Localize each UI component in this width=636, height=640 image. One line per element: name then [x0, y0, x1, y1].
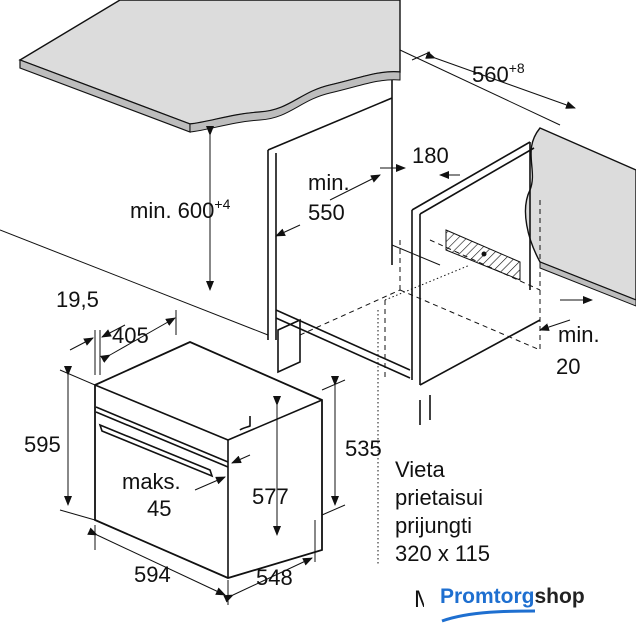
label-oven-depth: 548 [256, 565, 293, 590]
label-depth-min: min. [308, 170, 350, 195]
label-depth-value: 550 [308, 200, 345, 225]
label-niche-width: 560+8 [472, 60, 525, 87]
label-back-gap: 180 [412, 143, 449, 168]
label-front-offset: 19,5 [56, 287, 99, 312]
label-inner-height: 577 [252, 484, 289, 509]
connection-point [481, 251, 487, 257]
label-connection-4: 320 x 115 [395, 541, 490, 566]
oven [94, 341, 323, 579]
countertop-left [18, 0, 401, 133]
logo-brand-part2: shop [534, 585, 585, 608]
watermark-logo: Promtorgshop [440, 585, 585, 623]
label-connection-2: prietaisui [395, 485, 483, 510]
watermark-stub: M [414, 586, 424, 614]
label-side-value: 20 [556, 354, 580, 379]
label-connection-3: prijungti [395, 513, 472, 538]
label-oven-height: 595 [24, 432, 61, 457]
dimension-labels: 560+8 min. 600+4 min. 550 180 min. 20 19… [24, 60, 600, 590]
label-body-height: 535 [345, 436, 382, 461]
label-top-depth: 405 [112, 323, 149, 348]
label-oven-width: 594 [134, 562, 171, 587]
logo-swoosh-icon [441, 609, 536, 623]
label-connection-1: Vieta [395, 457, 446, 482]
label-max: maks. [122, 469, 181, 494]
logo-brand-part1: Promtorg [440, 585, 535, 608]
label-side-min: min. [558, 322, 600, 347]
dimension-lines [59, 51, 593, 605]
countertop-right [524, 127, 636, 307]
label-niche-height: min. 600+4 [130, 196, 231, 223]
label-max-value: 45 [147, 496, 171, 521]
